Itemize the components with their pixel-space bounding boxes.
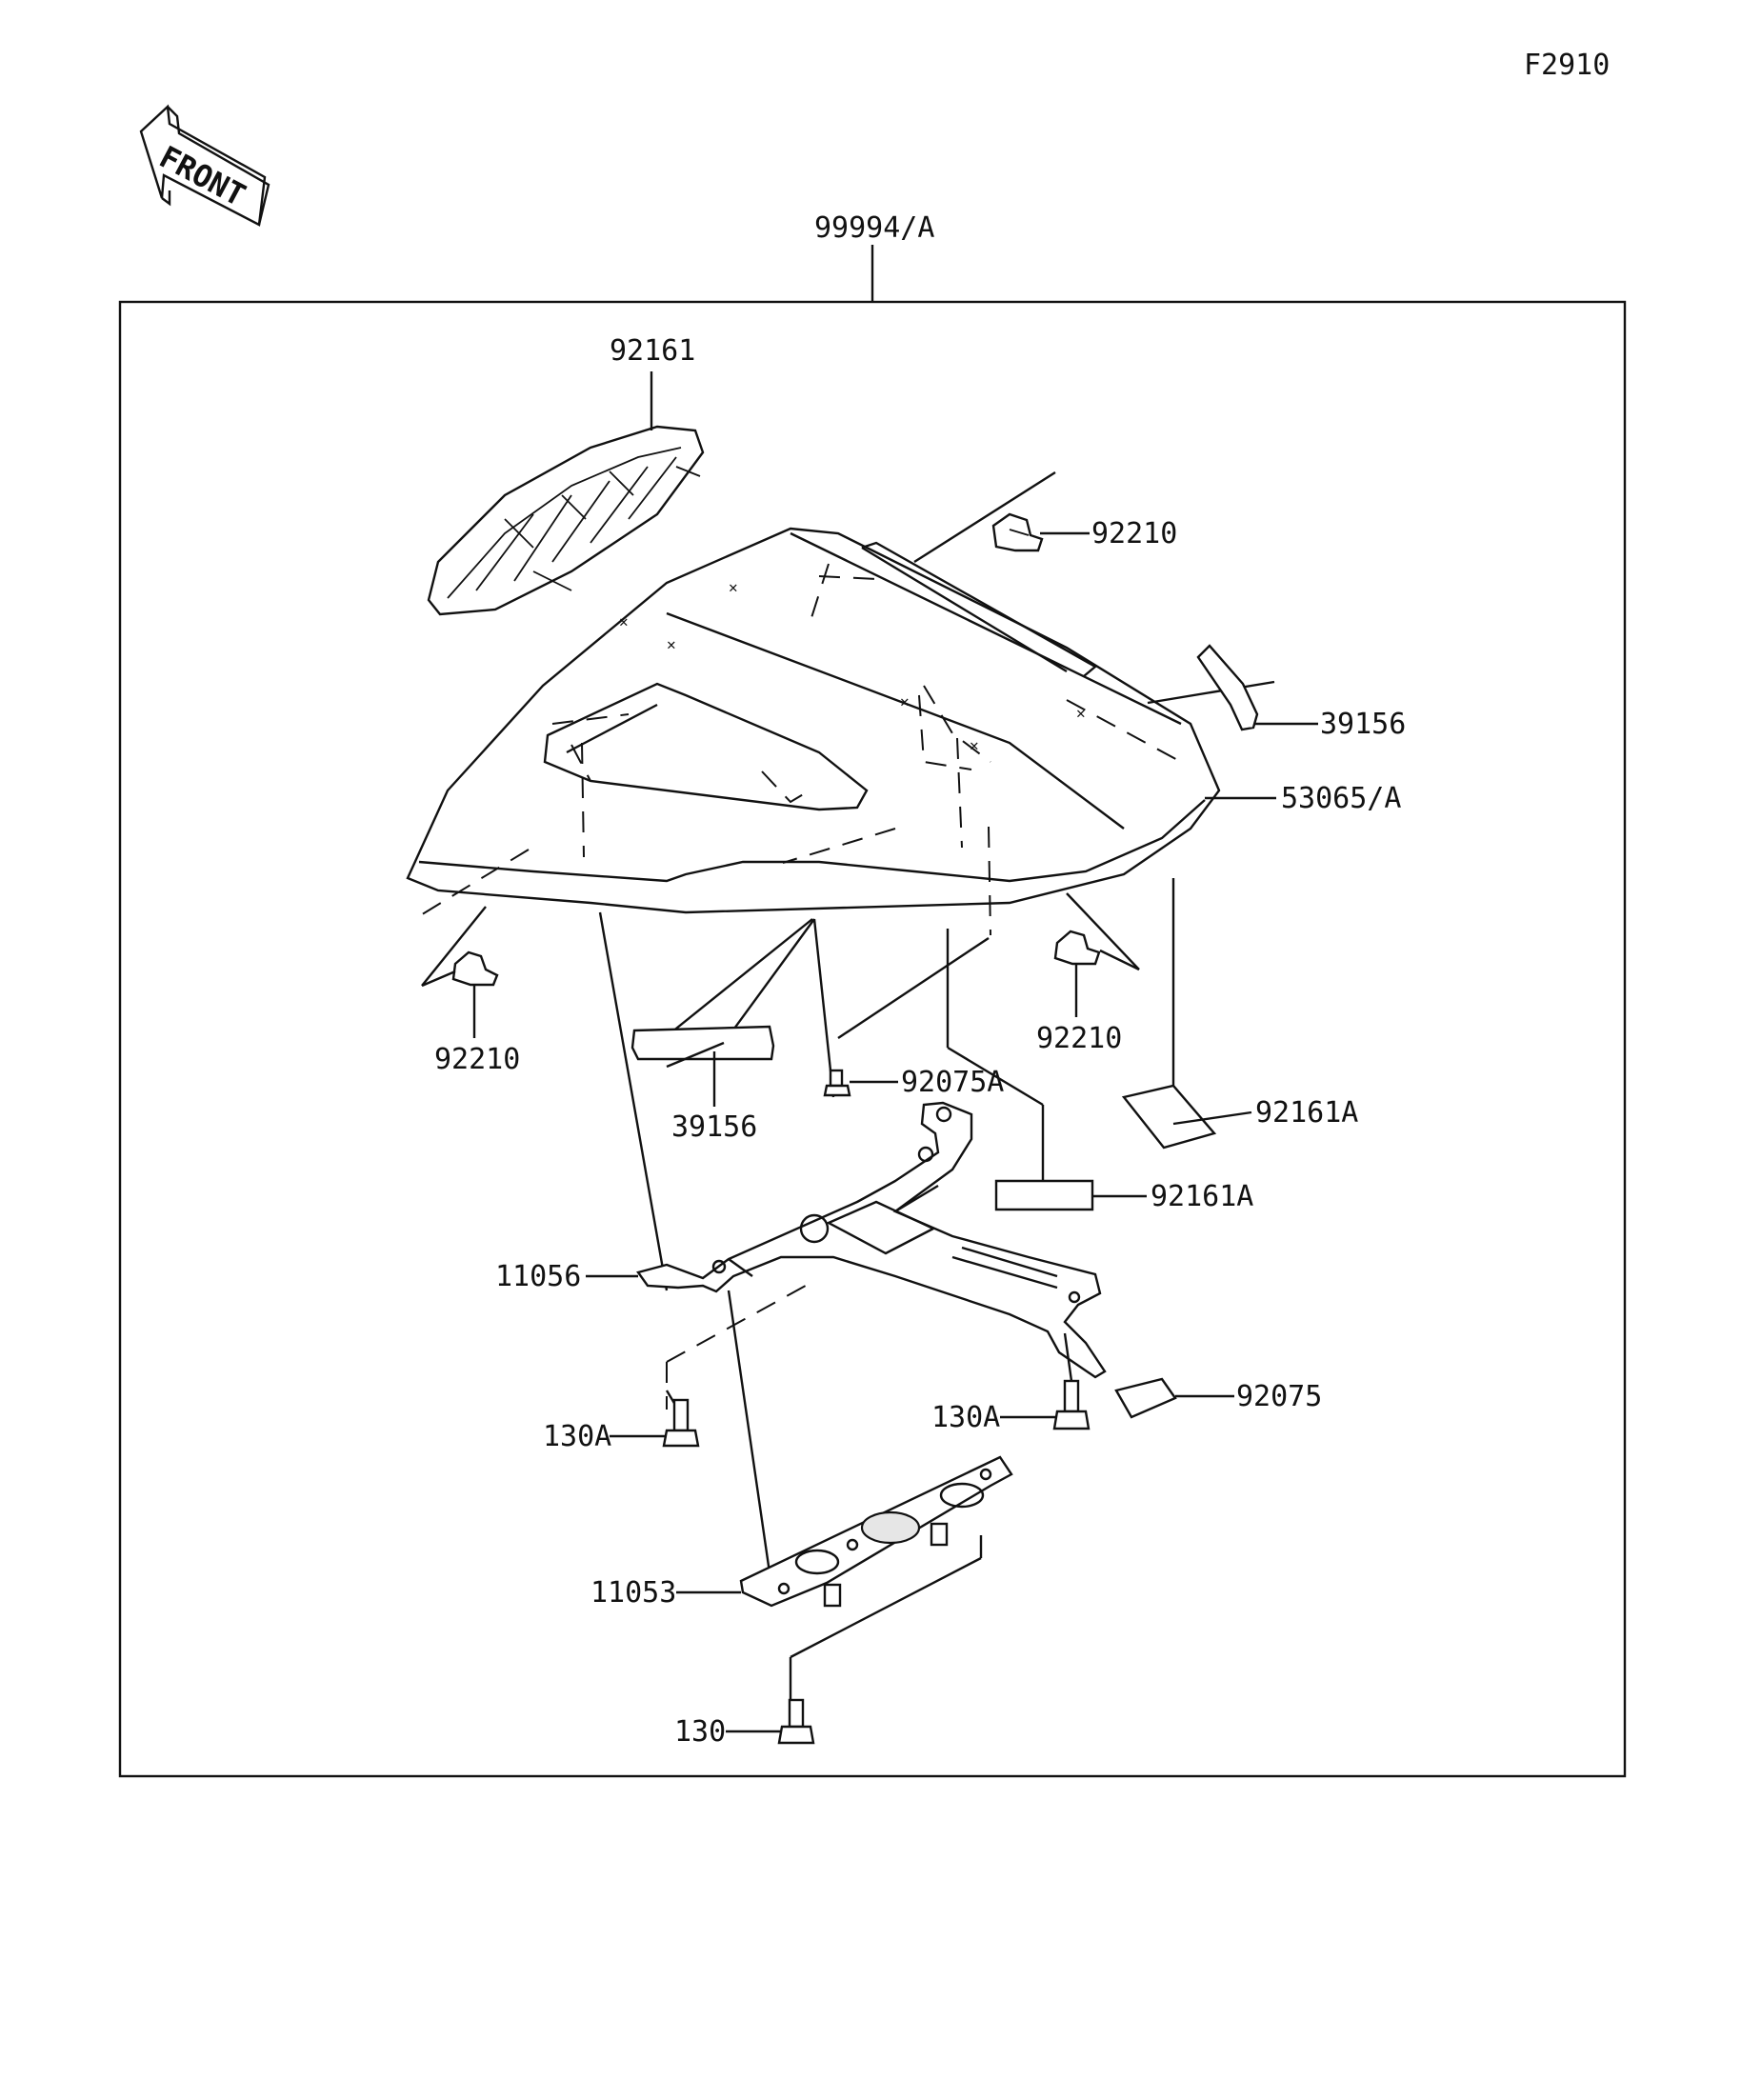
clip-nut-top-part (991, 512, 1044, 552)
part-92161: 92161 (610, 334, 695, 368)
part-53065A: 53065/A (1281, 782, 1401, 815)
part-39156-left: 39156 (671, 1110, 757, 1144)
plate-11053-part (739, 1455, 1013, 1608)
part-92161A-lower: 92161A (1151, 1180, 1253, 1213)
bolt-130A-left-part (662, 1398, 700, 1448)
part-92210-left: 92210 (434, 1043, 520, 1076)
part-92210-mid: 92210 (1036, 1022, 1122, 1055)
part-92210-top: 92210 (1091, 517, 1177, 550)
seat-cowl-part: ✕ ✕ ✕ ✕ ✕ ✕ (406, 527, 1221, 914)
bolt-130-part (777, 1698, 815, 1745)
part-92161A-upper: 92161A (1255, 1096, 1358, 1130)
bolt-130A-right-part (1052, 1379, 1091, 1430)
svg-text:✕: ✕ (1076, 704, 1086, 722)
part-92075A: 92075A (901, 1066, 1004, 1099)
svg-text:✕: ✕ (729, 578, 738, 596)
svg-text:✕: ✕ (619, 612, 629, 630)
rubber-strip-right-part (1196, 644, 1259, 731)
bracket-11056-part (636, 1101, 1107, 1379)
assembly-label: 99994/A (814, 211, 934, 245)
part-130A-right: 130A (931, 1401, 1000, 1434)
pad-92161A-lower-part (994, 1179, 1094, 1211)
svg-text:✕: ✕ (900, 692, 910, 710)
rubber-strip-left-part (630, 1025, 775, 1061)
clip-92075A-part (823, 1069, 851, 1097)
part-92075: 92075 (1236, 1380, 1322, 1413)
pad-92161A-upper-part (1121, 1084, 1217, 1150)
svg-text:✕: ✕ (970, 736, 979, 754)
front-arrow-icon: FRONT (139, 104, 270, 227)
part-39156-right: 39156 (1320, 708, 1406, 741)
figure-code: F2910 (1524, 49, 1610, 82)
part-130: 130 (674, 1715, 726, 1749)
clip-nut-mid-part (1053, 930, 1101, 966)
seat-pad-part (427, 425, 705, 616)
part-11053: 11053 (590, 1576, 676, 1610)
clip-nut-left-part (451, 950, 499, 987)
part-130A-left: 130A (543, 1420, 611, 1453)
clip-92075-part (1114, 1377, 1177, 1419)
svg-text:✕: ✕ (667, 635, 676, 653)
part-11056: 11056 (495, 1260, 581, 1293)
